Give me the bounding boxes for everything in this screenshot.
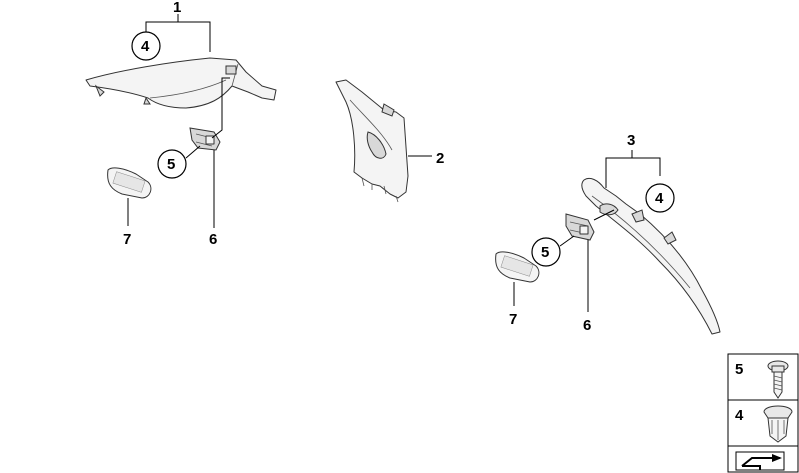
badge-part-7-right [495, 251, 540, 283]
callout-2-label: 2 [436, 150, 444, 167]
leader-clip-to-trim [593, 209, 615, 221]
callout-4a: 4 [131, 31, 161, 61]
callout-7a-label: 7 [123, 231, 131, 248]
callout-6a: 6 [209, 150, 217, 248]
leader-4a-to-clip [211, 77, 230, 139]
callout-6b-label: 6 [583, 317, 591, 334]
callout-2: 2 [408, 150, 444, 167]
badge-part-7-left [107, 167, 152, 199]
fastener-legend: 5 4 [727, 353, 799, 473]
bracket-part-6-upper [189, 127, 221, 151]
callout-3: 3 [605, 132, 661, 188]
callout-5a: 5 [157, 145, 201, 179]
trim-panel-part-1 [85, 57, 277, 109]
arrow-icon [735, 451, 785, 471]
callout-1: 1 [145, 0, 211, 52]
callout-1-label: 1 [173, 0, 181, 16]
callout-4b: 4 [645, 183, 675, 213]
clip-icon [763, 405, 793, 443]
callout-5b-label: 5 [541, 244, 549, 261]
legend-item-4-label: 4 [735, 407, 744, 424]
callout-5a-label: 5 [167, 156, 175, 173]
callout-3-label: 3 [627, 132, 635, 149]
callout-4b-label: 4 [655, 190, 664, 207]
callout-4a-label: 4 [141, 38, 150, 55]
bracket-part-6-lower [565, 213, 595, 241]
callout-7b-label: 7 [509, 311, 517, 328]
callout-5b: 5 [531, 235, 575, 267]
legend-item-5-label: 5 [735, 361, 743, 378]
callout-7b: 7 [509, 282, 517, 328]
screw-icon [767, 360, 789, 399]
callout-6a-label: 6 [209, 231, 217, 248]
callout-6b: 6 [583, 240, 591, 334]
pillar-trim-part-2 [335, 79, 409, 203]
callout-7a: 7 [123, 198, 131, 248]
trim-panel-part-3 [581, 177, 721, 335]
